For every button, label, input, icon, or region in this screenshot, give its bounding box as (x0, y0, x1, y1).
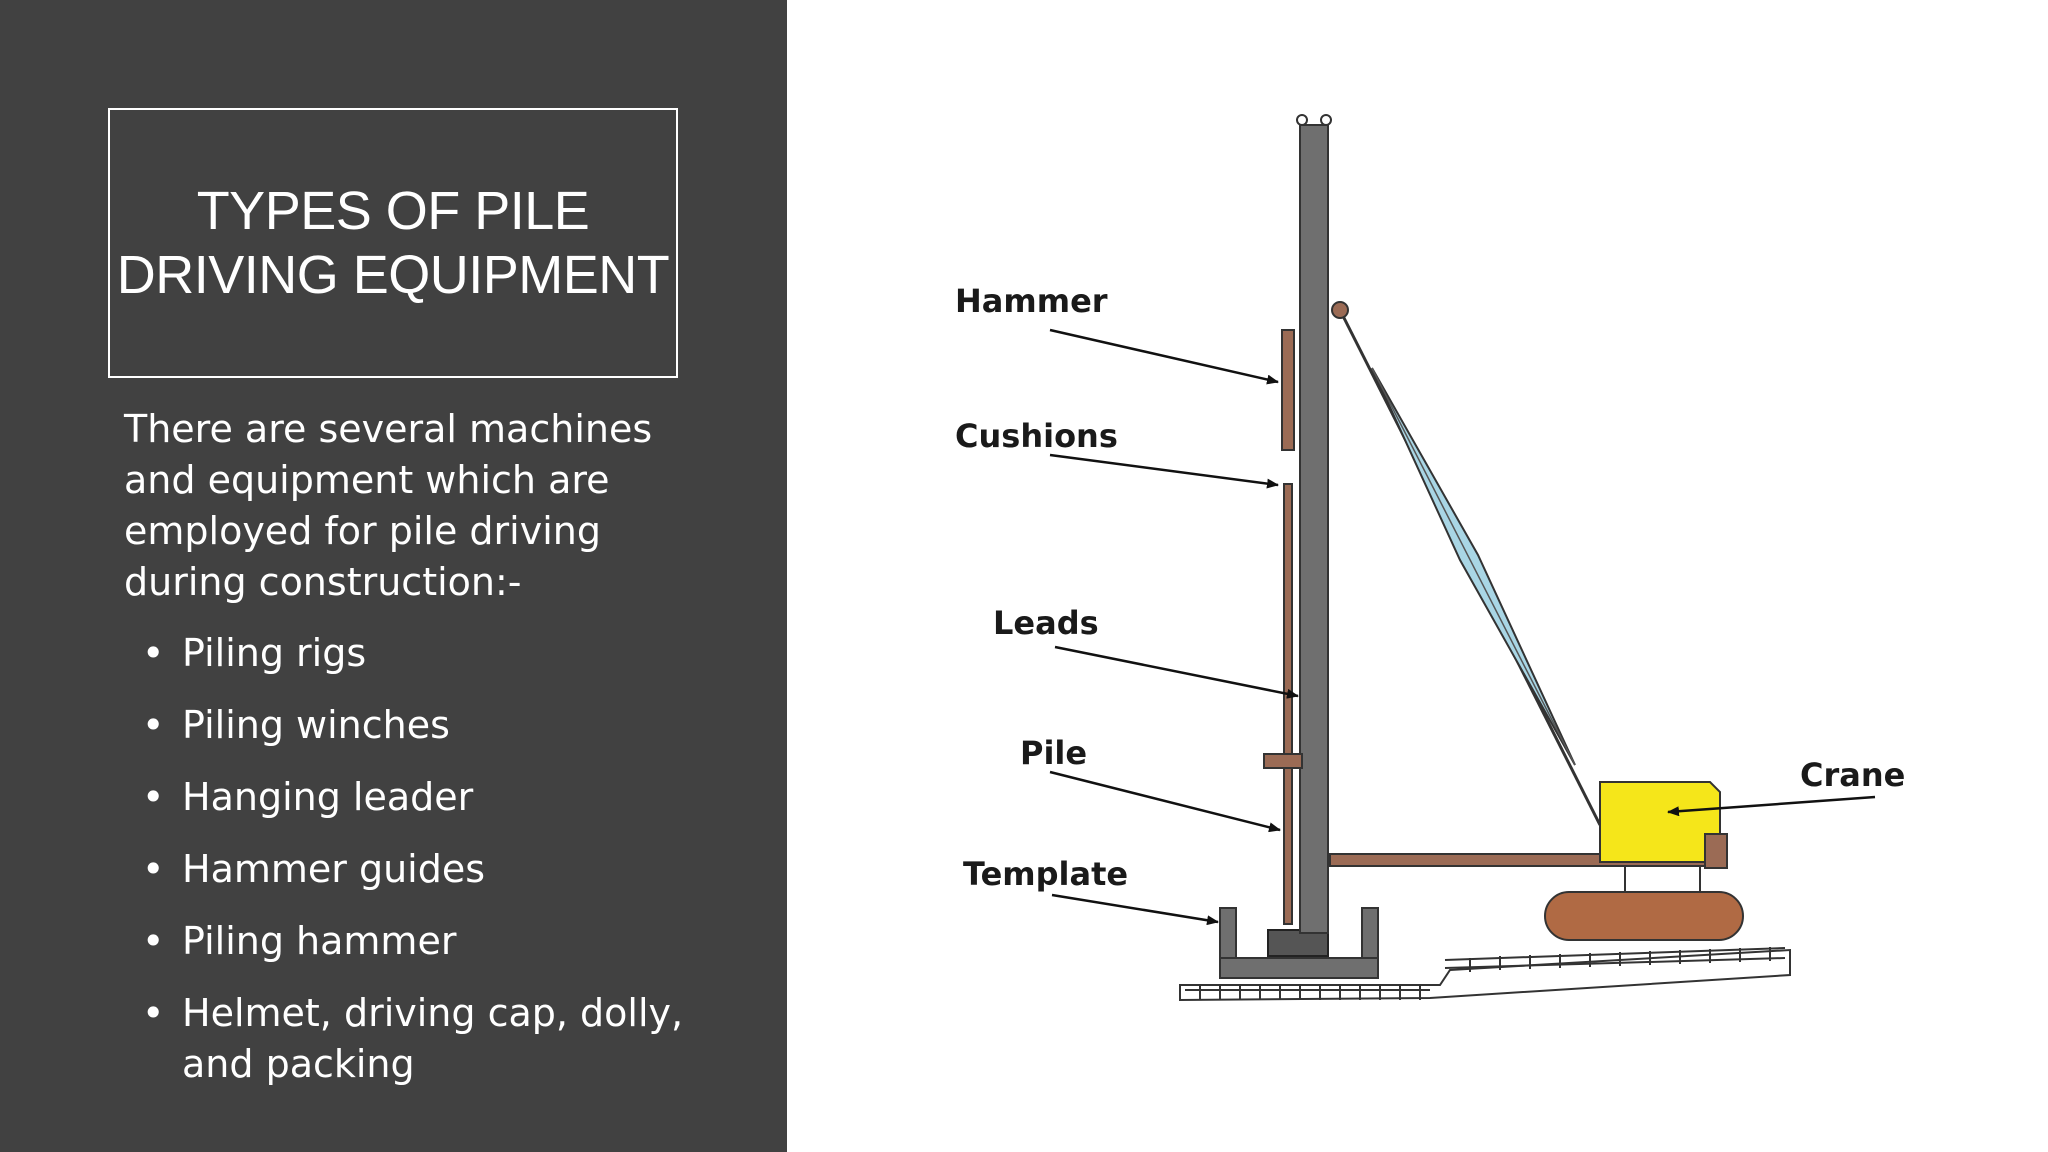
crane (1544, 781, 1744, 941)
list-item-text: Hanging leader (182, 775, 474, 819)
crane-boom (1331, 301, 1602, 826)
list-item: • Piling winches (124, 700, 704, 751)
list-item: • Piling rigs (124, 628, 704, 679)
arrow-hammer (1049, 328, 1279, 385)
bullet-icon: • (142, 919, 165, 963)
list-item-text: Piling rigs (182, 631, 367, 675)
arrow-crane (1667, 795, 1876, 817)
callout-arrows (1049, 328, 1876, 926)
arrow-cushions (1049, 453, 1279, 489)
pile (1263, 483, 1303, 925)
list-item: • Piling hammer (124, 916, 704, 967)
list-item-text: Hammer guides (182, 847, 486, 891)
bullet-icon: • (142, 775, 165, 819)
list-item: • Helmet, driving cap, dolly, and packing (124, 988, 704, 1090)
list-item-text: Piling hammer (182, 919, 457, 963)
list-item-text: Piling winches (182, 703, 450, 747)
left-panel: TYPES OF PILE DRIVING EQUIPMENT There ar… (0, 0, 787, 1152)
bullet-icon: • (142, 631, 165, 675)
label-cushions: Cushions (955, 417, 1118, 455)
label-crane: Crane (1800, 756, 1905, 794)
slide-title: TYPES OF PILE DRIVING EQUIPMENT (116, 181, 670, 305)
arrow-leads (1054, 645, 1299, 699)
title-box: TYPES OF PILE DRIVING EQUIPMENT (108, 108, 678, 378)
bullet-icon: • (142, 991, 165, 1035)
label-pile: Pile (1020, 734, 1087, 772)
template (1219, 907, 1379, 979)
list-item: • Hammer guides (124, 844, 704, 895)
ground-hatch (1185, 947, 1786, 1000)
pile-driving-diagram: Hammer Cushions Leads Pile Template Cran… (955, 114, 1905, 1002)
label-hammer: Hammer (955, 282, 1108, 320)
leads-mast (1296, 114, 1332, 934)
bullet-icon: • (142, 703, 165, 747)
intro-text: There are several machines and equipment… (124, 407, 653, 604)
label-template: Template (963, 855, 1128, 893)
hammer (1281, 329, 1295, 451)
list-item: • Hanging leader (124, 772, 704, 823)
equipment-list: • Piling rigs • Piling winches • Hanging le… (124, 628, 704, 1111)
ground (1179, 947, 1791, 1002)
list-item-text: Helmet, driving cap, dolly, and packing (182, 991, 684, 1086)
label-leads: Leads (993, 604, 1099, 642)
arrow-pile (1049, 770, 1281, 833)
bullet-icon: • (142, 847, 165, 891)
arrow-template (1051, 893, 1219, 926)
